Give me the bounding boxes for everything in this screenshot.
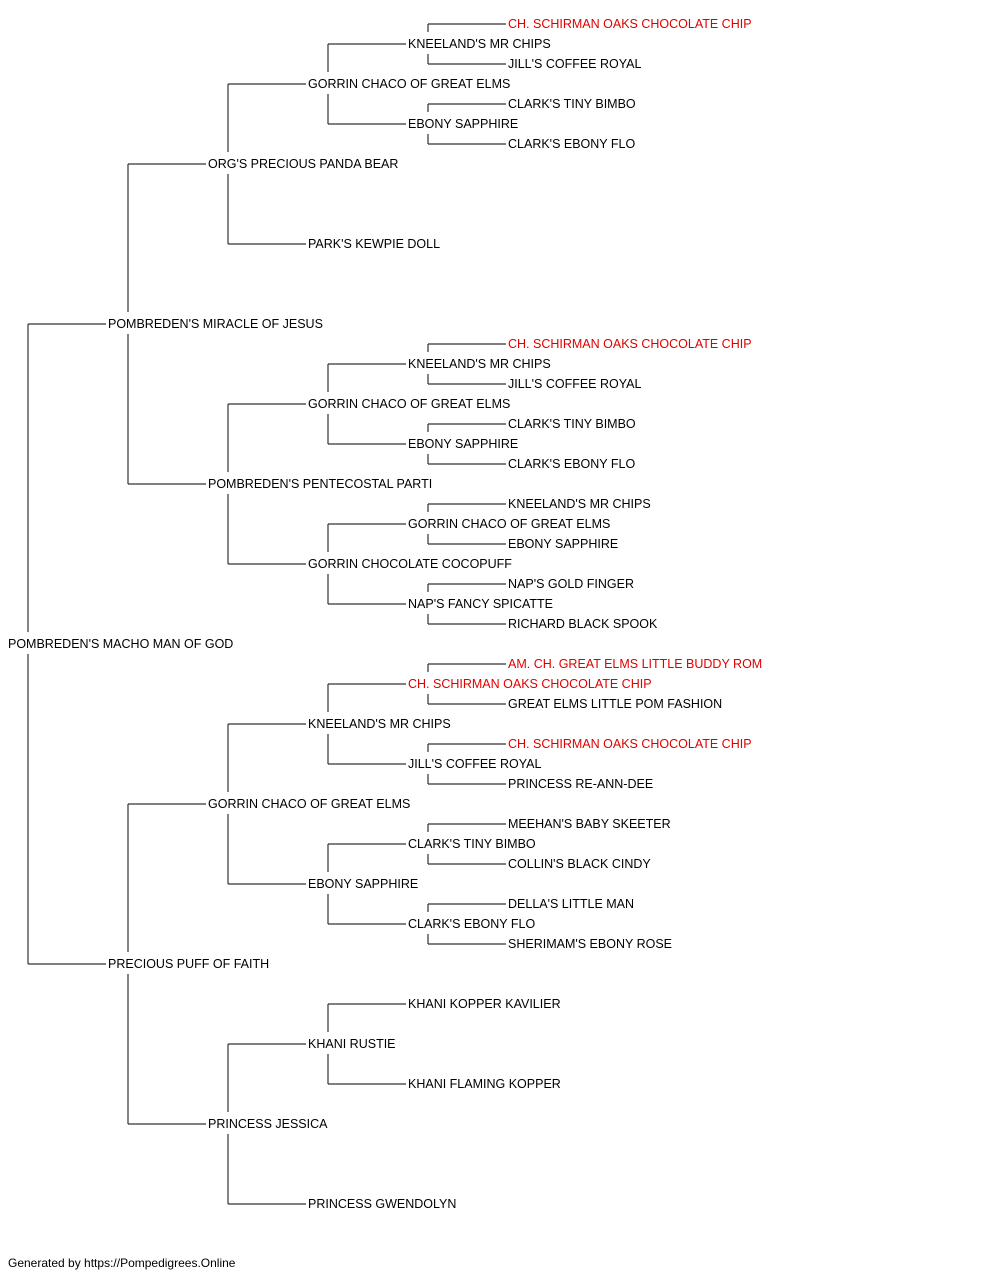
ancestor-name: KHANI FLAMING KOPPER (408, 1077, 561, 1091)
ancestor-name: GORRIN CHACO OF GREAT ELMS (308, 77, 510, 91)
ancestor-name: NAP'S FANCY SPICATTE (408, 597, 553, 611)
ancestor-name: ORG'S PRECIOUS PANDA BEAR (208, 157, 398, 171)
ancestor-name: CH. SCHIRMAN OAKS CHOCOLATE CHIP (508, 337, 752, 351)
ancestor-name: EBONY SAPPHIRE (408, 437, 518, 451)
ancestor-name: EBONY SAPPHIRE (408, 117, 518, 131)
ancestor-name: KNEELAND'S MR CHIPS (408, 357, 551, 371)
footer-credit: Generated by https://Pompedigrees.Online (8, 1256, 236, 1270)
ancestor-name: GORRIN CHACO OF GREAT ELMS (408, 517, 610, 531)
ancestor-name: EBONY SAPPHIRE (508, 537, 618, 551)
ancestor-name: COLLIN'S BLACK CINDY (508, 857, 651, 871)
ancestor-name: PRINCESS JESSICA (208, 1117, 328, 1131)
ancestor-name: EBONY SAPPHIRE (308, 877, 418, 891)
ancestor-name: KNEELAND'S MR CHIPS (408, 37, 551, 51)
ancestor-name: CLARK'S EBONY FLO (508, 137, 635, 151)
ancestor-name: PARK'S KEWPIE DOLL (308, 237, 440, 251)
ancestor-name: POMBREDEN'S PENTECOSTAL PARTI (208, 477, 432, 491)
ancestor-name: KNEELAND'S MR CHIPS (508, 497, 651, 511)
ancestor-name: PRINCESS RE-ANN-DEE (508, 777, 653, 791)
ancestor-name: CLARK'S EBONY FLO (408, 917, 535, 931)
ancestor-name: RICHARD BLACK SPOOK (508, 617, 658, 631)
subject-name: POMBREDEN'S MACHO MAN OF GOD (8, 637, 233, 651)
ancestor-name: GORRIN CHOCOLATE COCOPUFF (308, 557, 512, 571)
ancestor-name: PRINCESS GWENDOLYN (308, 1197, 456, 1211)
ancestor-name: JILL'S COFFEE ROYAL (508, 377, 641, 391)
ancestor-name: KHANI RUSTIE (308, 1037, 396, 1051)
ancestor-name: CLARK'S TINY BIMBO (508, 417, 636, 431)
ancestor-name: KHANI KOPPER KAVILIER (408, 997, 561, 1011)
ancestor-name: PRECIOUS PUFF OF FAITH (108, 957, 269, 971)
ancestor-name: CH. SCHIRMAN OAKS CHOCOLATE CHIP (408, 677, 652, 691)
ancestor-name: CLARK'S TINY BIMBO (408, 837, 536, 851)
ancestor-name: AM. CH. GREAT ELMS LITTLE BUDDY ROM (508, 657, 762, 671)
ancestor-name: GORRIN CHACO OF GREAT ELMS (208, 797, 410, 811)
ancestor-name: POMBREDEN'S MIRACLE OF JESUS (108, 317, 323, 331)
ancestor-name: NAP'S GOLD FINGER (508, 577, 634, 591)
ancestor-name: JILL'S COFFEE ROYAL (508, 57, 641, 71)
ancestor-name: CH. SCHIRMAN OAKS CHOCOLATE CHIP (508, 17, 752, 31)
ancestor-name: KNEELAND'S MR CHIPS (308, 717, 451, 731)
ancestor-name: DELLA'S LITTLE MAN (508, 897, 634, 911)
ancestor-name: JILL'S COFFEE ROYAL (408, 757, 541, 771)
ancestor-name: GREAT ELMS LITTLE POM FASHION (508, 697, 722, 711)
ancestor-name: CLARK'S EBONY FLO (508, 457, 635, 471)
ancestor-name: CH. SCHIRMAN OAKS CHOCOLATE CHIP (508, 737, 752, 751)
ancestor-name: GORRIN CHACO OF GREAT ELMS (308, 397, 510, 411)
ancestor-name: SHERIMAM'S EBONY ROSE (508, 937, 672, 951)
ancestor-name: MEEHAN'S BABY SKEETER (508, 817, 671, 831)
ancestor-name: CLARK'S TINY BIMBO (508, 97, 636, 111)
